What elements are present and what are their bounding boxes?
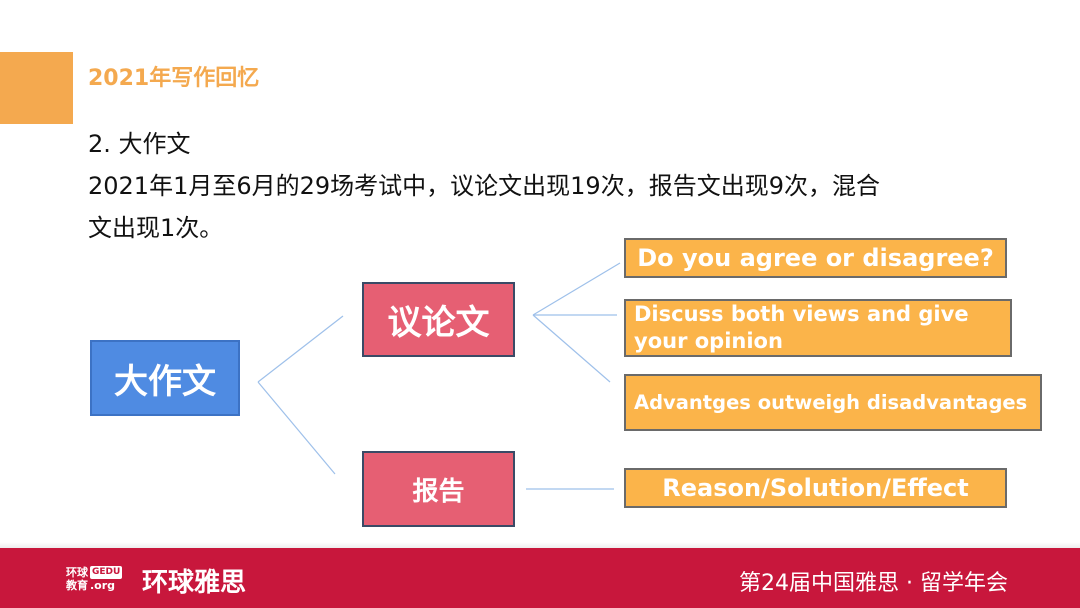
- title-accent-block: [0, 52, 73, 124]
- footer-bar: [0, 548, 1080, 608]
- gedu-tag: GEDU: [90, 566, 123, 579]
- connector-root-report: [257, 381, 336, 475]
- root-node: 大作文: [90, 340, 240, 416]
- footer-shadow: [0, 542, 1080, 550]
- connector-argument-item-3: [532, 314, 611, 383]
- logo-text-line-2: 教育: [66, 579, 88, 592]
- item-node-advantages: Advantges outweigh disadvantages: [624, 374, 1042, 431]
- event-name: 第24届中国雅思 · 留学年会: [739, 571, 1008, 596]
- description-line-1: 2021年1月至6月的29场考试中，议论文出现19次，报告文出现9次，混合: [88, 172, 880, 200]
- item-node-discuss-views: Discuss both views and give your opinion: [624, 299, 1012, 357]
- connector-argument-item-1: [532, 262, 621, 316]
- category-node-report: 报告: [362, 451, 515, 527]
- brand-name: 环球雅思: [142, 568, 247, 598]
- logo-org: .org: [90, 579, 116, 592]
- connector-root-argument: [257, 315, 344, 383]
- section-heading: 2. 大作文: [88, 130, 191, 158]
- slide-title: 2021年写作回忆: [88, 66, 260, 91]
- logo-text-line-1: 环球: [66, 566, 88, 579]
- gedu-logo: 环球 GEDU 教育 .org: [66, 566, 123, 592]
- description-line-2: 文出现1次。: [88, 214, 224, 242]
- category-node-argument: 议论文: [362, 282, 515, 357]
- item-node-reason-solution-effect: Reason/Solution/Effect: [624, 468, 1007, 508]
- item-node-agree-disagree: Do you agree or disagree?: [624, 238, 1007, 278]
